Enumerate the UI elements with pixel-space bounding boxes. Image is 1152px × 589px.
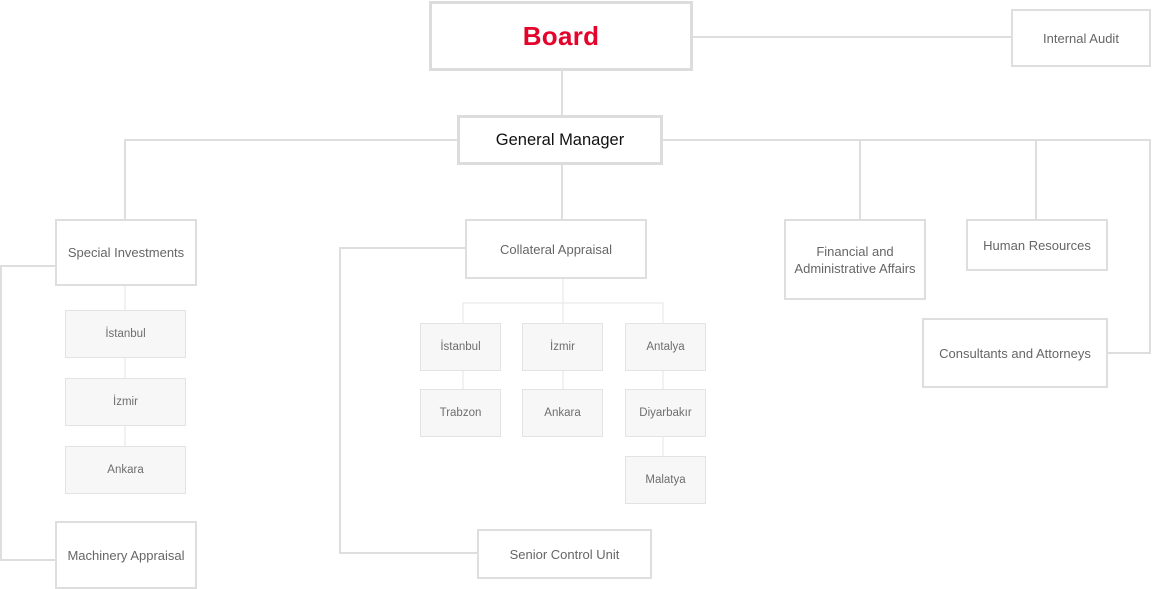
senior-control-unit-node: Senior Control Unit [477,529,652,579]
special-branch-ankara: Ankara [65,446,186,494]
collateral-branch-trabzon: Trabzon [420,389,501,437]
human-resources-node: Human Resources [966,219,1108,271]
collateral-branch-diyarbakir: Diyarbakır [625,389,706,437]
collateral-branch-izmir: İzmir [522,323,603,371]
internal-audit-node: Internal Audit [1011,9,1151,67]
special-investments-node: Special Investments [55,219,197,286]
financial-admin-node: Financial and Administrative Affairs [784,219,926,300]
consultants-attorneys-node: Consultants and Attorneys [922,318,1108,388]
collateral-branch-line [462,278,664,324]
special-branch-istanbul: İstanbul [65,310,186,358]
general-manager-node: General Manager [457,115,663,165]
machinery-appraisal-node: Machinery Appraisal [55,521,197,589]
gm-to-left-line [124,139,458,221]
collateral-branch-antalya: Antalya [625,323,706,371]
special-branch-izmir: İzmir [65,378,186,426]
collateral-appraisal-node: Collateral Appraisal [465,219,647,279]
board-node: Board [429,1,693,71]
collateral-branch-ankara: Ankara [522,389,603,437]
collateral-to-senior-line [339,247,479,554]
collateral-branch-malatya: Malatya [625,456,706,504]
gm-to-right-line [662,139,1151,354]
collateral-branch-istanbul: İstanbul [420,323,501,371]
special-to-machinery-line [0,265,56,561]
